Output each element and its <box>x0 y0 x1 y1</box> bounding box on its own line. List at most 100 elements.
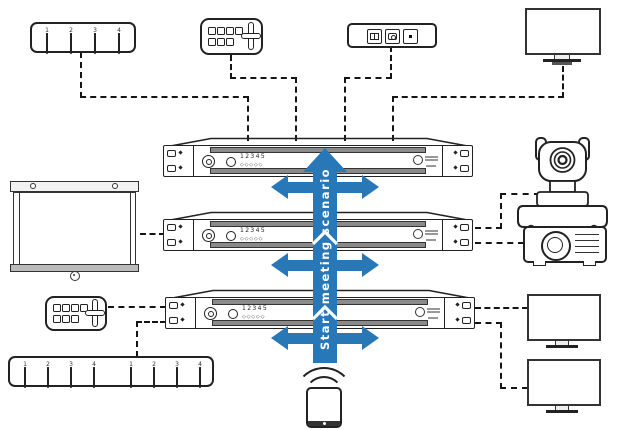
hdmi-port: 1 <box>16 361 34 388</box>
port-label: 3 <box>93 27 97 34</box>
phone-home-bar <box>308 421 340 426</box>
tv-display-top <box>525 8 601 55</box>
pull-ring-icon <box>70 271 80 281</box>
scenario-arrow-head <box>303 148 347 172</box>
vent-line <box>575 246 599 247</box>
home-button-icon <box>322 422 326 425</box>
bidirectional-arrow <box>271 326 288 350</box>
keypad-button <box>62 315 70 323</box>
screen-top-bar <box>10 181 139 192</box>
power-button <box>202 155 215 168</box>
brand-text <box>425 233 438 235</box>
joystick-icon <box>85 310 105 316</box>
bidirectional-arrow <box>362 326 379 350</box>
connection-line <box>475 242 524 244</box>
mount-hole <box>30 183 36 189</box>
model-text <box>428 317 438 319</box>
power-button <box>202 229 215 242</box>
bidirectional-arrow <box>286 259 364 271</box>
connection-line <box>500 387 528 389</box>
connection-line <box>247 96 249 141</box>
brand-logo-icon <box>413 155 423 165</box>
hdmi-strip-8port: 1 2 3 4 1 2 3 4 <box>8 356 214 388</box>
brand-text <box>425 159 438 161</box>
camera-button <box>385 29 400 44</box>
model-text <box>426 165 436 167</box>
vent-line <box>575 252 599 253</box>
keypad-button <box>53 315 61 323</box>
port-label: 4 <box>117 27 121 34</box>
tv-stand-base <box>546 410 578 413</box>
hdmi-switch-4port-top: 1 2 3 4 <box>30 22 136 54</box>
input-select-button <box>367 29 382 44</box>
record-button <box>403 29 418 44</box>
channel-label: 12345 <box>240 227 267 234</box>
brand-logo-icon <box>413 229 423 239</box>
brand-text <box>427 311 440 313</box>
mount-hole <box>112 183 118 189</box>
connection-line <box>80 52 82 98</box>
hdmi-port-icon <box>70 367 72 388</box>
tv-display-right-1 <box>527 294 601 341</box>
hdmi-port-icon <box>70 33 72 54</box>
connection-line <box>108 306 166 308</box>
connection-line <box>475 322 502 324</box>
hdmi-port: 3 <box>168 361 186 388</box>
rack-ear <box>442 146 472 176</box>
hdmi-port: 2 <box>145 361 163 388</box>
hdmi-port-icon <box>47 367 49 388</box>
tv-display-right-2 <box>527 359 601 406</box>
hdmi-port: 3 <box>86 27 104 54</box>
wall-plate <box>347 23 437 48</box>
connection-line <box>80 96 249 98</box>
port-label: 2 <box>152 361 156 368</box>
keypad-button <box>226 38 234 46</box>
bidirectional-arrow <box>271 253 288 277</box>
tv-stand-base <box>543 59 581 62</box>
rack-ear <box>444 298 474 328</box>
port-label: 2 <box>46 361 50 368</box>
ir-sensor <box>226 157 236 167</box>
brand-text <box>425 230 438 232</box>
keypad-button <box>208 38 216 46</box>
connection-line <box>295 77 297 141</box>
keypad-button <box>217 38 225 46</box>
channel-indicators: ◇◇◇◇◇ <box>240 162 264 168</box>
hdmi-port: 4 <box>191 361 209 388</box>
display-icon <box>370 33 379 40</box>
tv-stand-base <box>546 345 578 348</box>
hdmi-port-icon <box>93 367 95 388</box>
tv-stand-base <box>552 62 572 65</box>
keypad-button <box>53 304 61 312</box>
bidirectional-arrow <box>362 253 379 277</box>
channel-label: 12345 <box>242 305 269 312</box>
hdmi-port: 4 <box>110 27 128 54</box>
projection-screen <box>10 181 140 281</box>
connection-line <box>230 55 232 79</box>
connection-line <box>562 66 564 98</box>
keypad-button <box>71 304 79 312</box>
hdmi-port: 2 <box>39 361 57 388</box>
ir-sensor <box>226 231 236 241</box>
connection-line <box>344 77 346 141</box>
bidirectional-arrow <box>286 332 364 344</box>
hdmi-port: 2 <box>62 27 80 54</box>
screen-canvas <box>19 192 131 265</box>
hdmi-port: 3 <box>62 361 80 388</box>
channel-indicators: ◇◇◇◇◇ <box>240 236 264 242</box>
hdmi-port-icon <box>176 367 178 388</box>
connection-line <box>136 321 138 357</box>
hdmi-port: 1 <box>38 27 56 54</box>
hdmi-port-icon <box>130 367 132 388</box>
bidirectional-arrow <box>271 175 288 199</box>
port-label: 1 <box>23 361 27 368</box>
port-label: 4 <box>92 361 96 368</box>
power-button <box>204 307 217 320</box>
rack-ear <box>166 298 196 328</box>
hdmi-port: 1 <box>122 361 140 388</box>
camera-icon <box>388 33 397 40</box>
connection-line <box>475 227 502 229</box>
hdmi-port-icon <box>118 33 120 54</box>
port-label: 2 <box>69 27 73 34</box>
